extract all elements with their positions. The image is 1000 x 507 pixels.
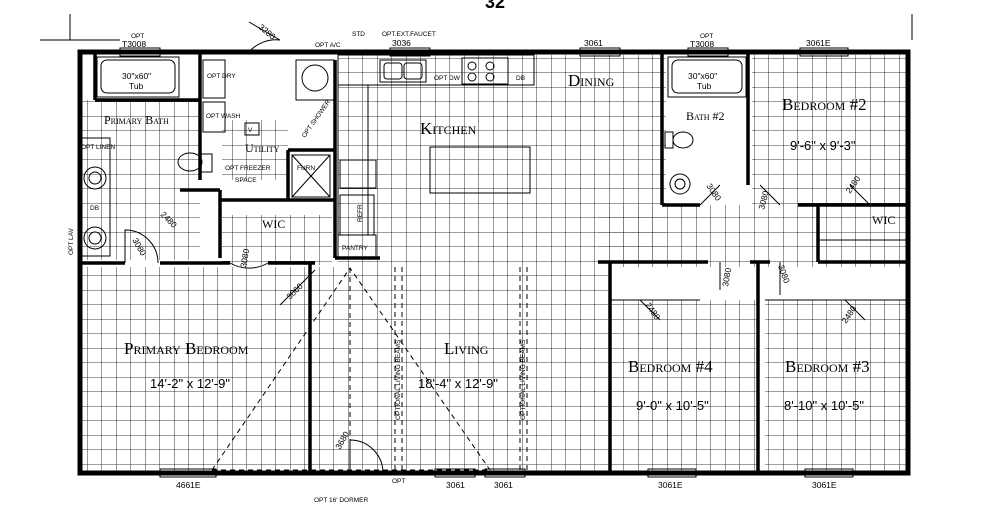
tub2-label: Tub (697, 81, 712, 91)
room-bath2: Bath #2 (686, 109, 725, 123)
opt-wash-label: OPT WASH (206, 113, 241, 120)
tub2-size-label: 30"x60" (688, 71, 717, 81)
window-bottom-primary: 4661E (176, 480, 201, 490)
std-label: STD (352, 31, 365, 38)
room-bedroom4: Bedroom #4 (628, 357, 713, 376)
furn-label: FURN (297, 165, 315, 172)
kitchen-island (429, 146, 531, 194)
room-primary-bath: Primary Bath (104, 113, 169, 127)
window-top-bath-opt: OPT (131, 33, 144, 40)
opt-freezer-label: OPT FREEZER (225, 165, 271, 172)
room-bedroom2-dim: 9'-6" x 9'-3" (790, 138, 856, 153)
opt-dormer-label: OPT 16' DORMER (314, 497, 369, 504)
window-top-bath2-opt: OPT (700, 33, 713, 40)
window-bottom-living2: 3061 (494, 480, 513, 490)
hall-floor (598, 205, 908, 267)
window-top-bath2: T3008 (690, 39, 714, 49)
living-floor (310, 267, 608, 473)
space-label: SPACE (235, 177, 257, 184)
window-top-bath: T3008 (122, 39, 146, 49)
window-bottom-living1: 3061 (446, 480, 465, 490)
room-living-dim: 18'-4" x 12'-9" (418, 376, 498, 391)
pantry-label: PANTRY (342, 245, 368, 252)
tub-size-label: 30"x60" (122, 71, 151, 81)
window-bottom-bed4: 3061E (658, 480, 683, 490)
window-top-dining: 3061 (584, 38, 603, 48)
room-bedroom4-dim: 9'-0" x 10'-5" (636, 398, 709, 413)
room-wic-bed2: WIC (872, 213, 895, 227)
room-bedroom2: Bedroom #2 (782, 95, 867, 114)
tub-label: Tub (129, 81, 144, 91)
wic-floor (222, 215, 332, 265)
db-label: DB (90, 205, 99, 212)
opt-ext-faucet-label: OPT.EXT.FAUCET (382, 31, 436, 38)
window-top-bed2: 3061E (806, 38, 831, 48)
bedroom4-floor (610, 300, 758, 473)
db-kitchen-label: DB (516, 75, 525, 82)
primary-bedroom-floor (80, 267, 310, 473)
refr-label: REFR (357, 204, 364, 222)
room-primary-bedroom: Primary Bedroom (124, 339, 249, 358)
door-entry-top: 3280 (257, 22, 278, 42)
opt-shower-label: OPT SHOWER (301, 99, 332, 140)
opt-bottom-label: OPT (392, 478, 405, 485)
window-bottom-bed3: 3061E (812, 480, 837, 490)
room-kitchen: Kitchen (420, 119, 477, 138)
door-bed4: 3080 (720, 267, 733, 288)
opt-lav-label: OPT LAV (68, 227, 75, 255)
door-bath2: 3080 (704, 181, 723, 202)
v-label: V (248, 127, 253, 134)
bedroom2-floor (752, 55, 908, 205)
opt-dry-label: OPT DRY (207, 73, 236, 80)
door-bed2: 3080 (756, 189, 771, 210)
window-top-kitchen: 3036 (392, 38, 411, 48)
room-living: Living (444, 339, 489, 358)
opt-ac-label: OPT A/C (315, 42, 341, 49)
opt-linen-label: OPT LINEN (81, 144, 116, 151)
room-dining: Dining (568, 71, 615, 90)
utility-floor (222, 120, 288, 180)
room-wic-primary: WIC (262, 217, 285, 231)
plan-title-fragment: 32 (485, 0, 505, 12)
bedroom3-floor (765, 300, 908, 473)
room-utility: Utility (245, 141, 280, 155)
room-bedroom3: Bedroom #3 (785, 357, 870, 376)
opt-beam-left: OPTIONAL LIVING BEAMS (395, 339, 402, 420)
door-primary-bed: 3080 (238, 248, 251, 269)
room-primary-bedroom-dim: 14'-2" x 12'-9" (150, 376, 230, 391)
room-bedroom3-dim: 8'-10" x 10'-5" (784, 398, 864, 413)
opt-dw-label: OPT DW (434, 75, 461, 82)
opt-beam-right: OPTIONAL LIVING BEAMS (520, 339, 527, 420)
